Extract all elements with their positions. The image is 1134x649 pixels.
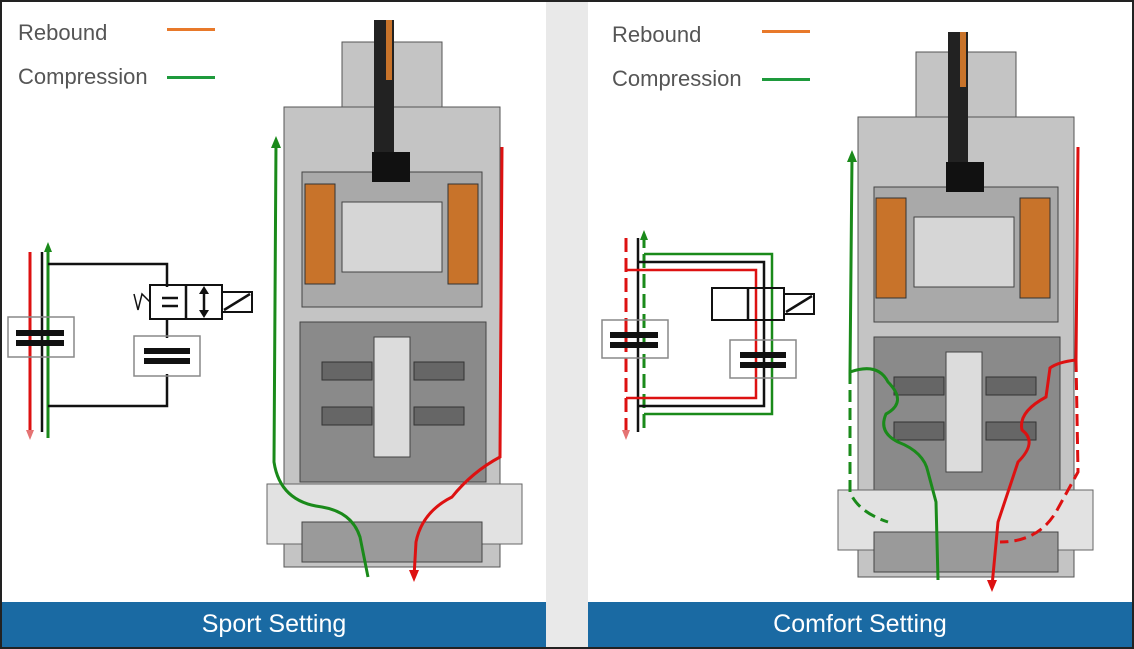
comfort-diagram [601, 32, 1094, 592]
legend-rebound-line [167, 28, 215, 31]
comfort-schematic [601, 230, 815, 440]
sport-diagram [7, 20, 523, 582]
legend-compression-label-2: Compression [612, 66, 742, 91]
sport-setting-banner: Sport Setting [2, 602, 546, 647]
comfort-flow-paths [847, 146, 1080, 592]
legend-compression-label: Compression [18, 64, 148, 89]
legend-rebound-line-2 [762, 30, 810, 33]
sport-damper-body [266, 20, 523, 568]
comfort-setting-banner: Comfort Setting [588, 602, 1132, 647]
legend-compression-line [167, 76, 215, 79]
sport-flow-paths [271, 136, 504, 582]
legend-compression-line-2 [762, 78, 810, 81]
panel-divider [546, 2, 588, 647]
comfort-damper-body [837, 32, 1094, 578]
legend-rebound-label: Rebound [18, 20, 108, 45]
sport-schematic [7, 242, 253, 440]
sport-panel: Rebound Compression [2, 2, 546, 602]
legend-rebound-label-2: Rebound [612, 22, 702, 47]
comfort-panel: Rebound Compression [588, 2, 1132, 602]
